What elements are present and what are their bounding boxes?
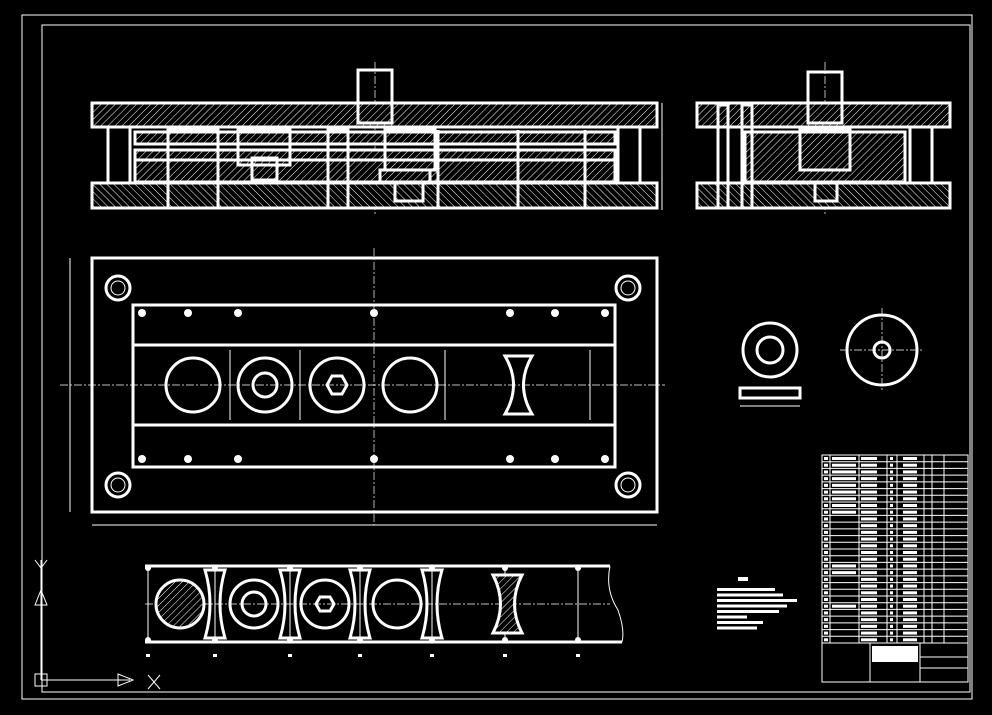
screw-hole: [601, 309, 609, 317]
strip-web: [347, 568, 373, 640]
guide-hole: [614, 471, 642, 499]
part-detail-ring: [738, 321, 802, 407]
note-line: [717, 588, 775, 591]
note-line: [717, 599, 797, 602]
screw-hole: [234, 309, 242, 317]
note-line: [717, 615, 747, 619]
plan-view: [60, 248, 665, 526]
ucs-icon: [34, 559, 161, 690]
screw-hole: [506, 309, 514, 317]
drawing-frame: [41, 24, 971, 693]
screw-hole: [234, 455, 242, 463]
strip-layout: [145, 564, 624, 657]
strip-web: [202, 568, 228, 640]
screw-hole: [184, 455, 192, 463]
note-line: [717, 626, 757, 630]
screw-hole: [138, 455, 146, 463]
guide-hole: [614, 274, 642, 302]
screw-hole: [138, 309, 146, 317]
strip-web: [419, 568, 445, 640]
note-line: [717, 593, 783, 597]
guide-hole: [104, 471, 132, 499]
technical-notes: [717, 577, 797, 630]
screw-hole: [551, 309, 559, 317]
screw-hole: [551, 455, 559, 463]
title-block: [821, 642, 969, 683]
parts-list: [821, 454, 969, 644]
part-detail-disc: [840, 308, 924, 392]
note-line: [717, 621, 763, 624]
note-line: [717, 610, 779, 613]
note-line: [717, 604, 787, 608]
strip-web: [277, 568, 303, 640]
screw-hole: [370, 455, 378, 463]
sheet-border: [21, 14, 973, 700]
screw-hole: [601, 455, 609, 463]
screw-hole: [506, 455, 514, 463]
front-section-view: [90, 62, 663, 215]
screw-hole: [184, 309, 192, 317]
screw-hole: [370, 309, 378, 317]
guide-hole: [104, 274, 132, 302]
side-section-view: [695, 62, 952, 215]
